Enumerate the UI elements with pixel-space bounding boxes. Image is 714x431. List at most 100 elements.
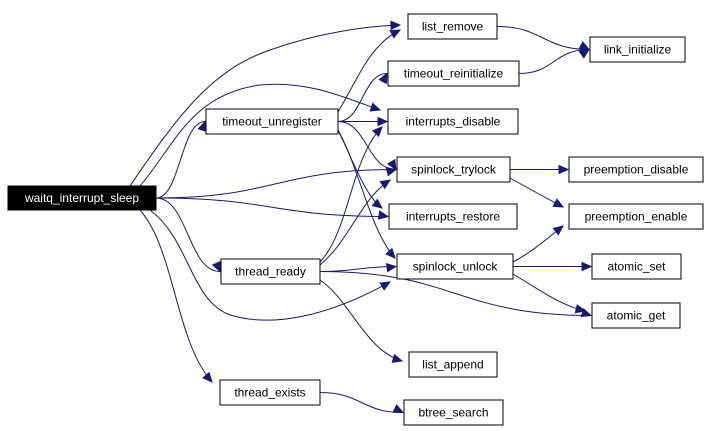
node-interrupts-restore[interactable]: interrupts_restore <box>388 203 518 230</box>
node-atomic-get[interactable]: atomic_get <box>591 302 681 329</box>
edge-timeout_unregister-to-interrupts_disable <box>338 116 389 127</box>
edge-arrowhead <box>202 371 213 383</box>
edge-arrowhead <box>371 126 383 138</box>
node-box[interactable] <box>396 253 514 280</box>
edge-line <box>518 49 590 74</box>
edge-waitq_interrupt_sleep-to-interrupts_restore <box>155 197 390 220</box>
edge-thread_ready-to-spinlock_trylock <box>319 179 392 266</box>
node-spinlock-unlock[interactable]: spinlock_unlock <box>396 253 514 280</box>
node-box[interactable] <box>408 351 498 378</box>
edge-waitq_interrupt_sleep-to-thread_ready <box>155 197 221 273</box>
edge-arrowhead <box>558 164 570 175</box>
edge-arrowhead <box>387 158 397 171</box>
node-atomic-set[interactable]: atomic_set <box>591 253 682 280</box>
node-label: list_remove <box>422 20 484 34</box>
node-preemption-enable[interactable]: preemption_enable <box>568 203 704 230</box>
edge-thread_ready-to-list_append <box>319 279 404 363</box>
node-box[interactable] <box>219 379 321 406</box>
edge-spinlock_unlock-to-atomic_get <box>512 273 587 314</box>
node-box[interactable] <box>403 399 504 426</box>
edge-line <box>155 197 221 272</box>
node-box[interactable] <box>591 302 681 329</box>
edge-thread_ready-to-spinlock_unlock <box>319 263 398 273</box>
node-box[interactable] <box>220 258 321 285</box>
edge-waitq_interrupt_sleep-to-interrupts_disable <box>139 83 382 187</box>
edge-line <box>337 29 401 113</box>
edge-arrowhead <box>578 40 591 51</box>
edge-waitq_interrupt_sleep-to-thread_exists <box>139 209 213 383</box>
edge-arrowhead <box>385 263 398 273</box>
edge-arrowhead <box>391 353 404 363</box>
edge-spinlock_unlock-to-atomic_set <box>513 261 593 272</box>
node-label: btree_search <box>418 406 488 420</box>
edge-arrowhead <box>385 247 396 259</box>
edge-timeout_reinitialize-to-link_initialize <box>518 48 591 74</box>
edge-line <box>319 266 397 272</box>
edge-arrowhead <box>379 281 392 291</box>
edge-waitq_interrupt_sleep-to-timeout_unregister <box>155 120 207 199</box>
edge-line <box>155 197 389 217</box>
node-box[interactable] <box>7 185 157 211</box>
node-box[interactable] <box>568 203 704 230</box>
edge-thread_exists-to-btree_search <box>319 392 405 414</box>
node-list-remove[interactable]: list_remove <box>407 13 498 40</box>
edge-line <box>139 209 213 383</box>
edge-arrowhead <box>552 225 564 236</box>
node-label: link_initialize <box>604 43 672 57</box>
edge-line <box>319 179 391 266</box>
node-interrupts-disable[interactable]: interrupts_disable <box>387 108 519 135</box>
edge-line <box>129 24 401 187</box>
edge-arrowhead <box>580 308 593 318</box>
edge-arrowhead <box>371 198 383 209</box>
node-box[interactable] <box>568 156 704 183</box>
edge-timeout_unregister-to-list_remove <box>337 29 402 113</box>
node-thread-exists[interactable]: thread_exists <box>219 379 321 406</box>
node-spinlock-trylock[interactable]: spinlock_trylock <box>396 156 511 183</box>
node-timeout-reinitialize[interactable]: timeout_reinitialize <box>387 60 520 87</box>
edge-arrowhead <box>378 72 388 85</box>
node-list-append[interactable]: list_append <box>408 351 498 378</box>
edge-line <box>155 121 206 199</box>
node-btree-search[interactable]: btree_search <box>403 399 504 426</box>
node-label: thread_ready <box>235 265 306 279</box>
node-timeout-unregister[interactable]: timeout_unregister <box>205 108 339 135</box>
node-label: spinlock_unlock <box>413 260 499 274</box>
edge-line <box>319 279 403 362</box>
edge-line <box>512 273 586 312</box>
node-box[interactable] <box>407 13 498 40</box>
edge-timeout_unregister-to-spinlock_unlock <box>337 129 396 259</box>
edge-timeout_unregister-to-spinlock_trylock <box>337 121 397 171</box>
node-box[interactable] <box>388 203 518 230</box>
node-thread-ready[interactable]: thread_ready <box>220 258 321 285</box>
edge-line <box>139 83 381 187</box>
node-preemption-disable[interactable]: preemption_disable <box>568 156 704 183</box>
edge-timeout_unregister-to-interrupts_restore <box>337 129 383 209</box>
node-label: preemption_disable <box>584 163 689 177</box>
node-label: timeout_unregister <box>222 115 321 129</box>
edge-spinlock_trylock-to-preemption_disable <box>510 164 570 175</box>
edge-list_remove-to-link_initialize <box>496 26 591 51</box>
edge-line <box>319 271 592 316</box>
edge-thread_ready-to-atomic_get <box>319 271 593 318</box>
node-waitq-interrupt-sleep[interactable]: waitq_interrupt_sleep <box>7 185 157 211</box>
node-box[interactable] <box>591 253 682 280</box>
node-label: preemption_enable <box>585 210 688 224</box>
edge-waitq_interrupt_sleep-to-list_remove <box>129 20 402 187</box>
edge-arrowhead <box>211 260 221 273</box>
edge-arrowhead <box>552 198 565 208</box>
node-link-initialize[interactable]: link_initialize <box>589 36 686 63</box>
node-label: list_append <box>422 358 483 372</box>
edge-arrowhead <box>369 102 382 112</box>
edge-line <box>337 73 388 122</box>
edge-line <box>496 26 590 50</box>
edge-line <box>337 129 383 209</box>
node-box[interactable] <box>205 108 339 135</box>
node-box[interactable] <box>396 156 511 183</box>
edge-timeout_unregister-to-timeout_reinitialize <box>337 72 388 122</box>
node-box[interactable] <box>589 36 686 63</box>
node-box[interactable] <box>387 108 519 135</box>
edge-arrowhead <box>379 179 392 190</box>
node-box[interactable] <box>387 60 520 87</box>
edge-arrowhead <box>389 29 402 39</box>
